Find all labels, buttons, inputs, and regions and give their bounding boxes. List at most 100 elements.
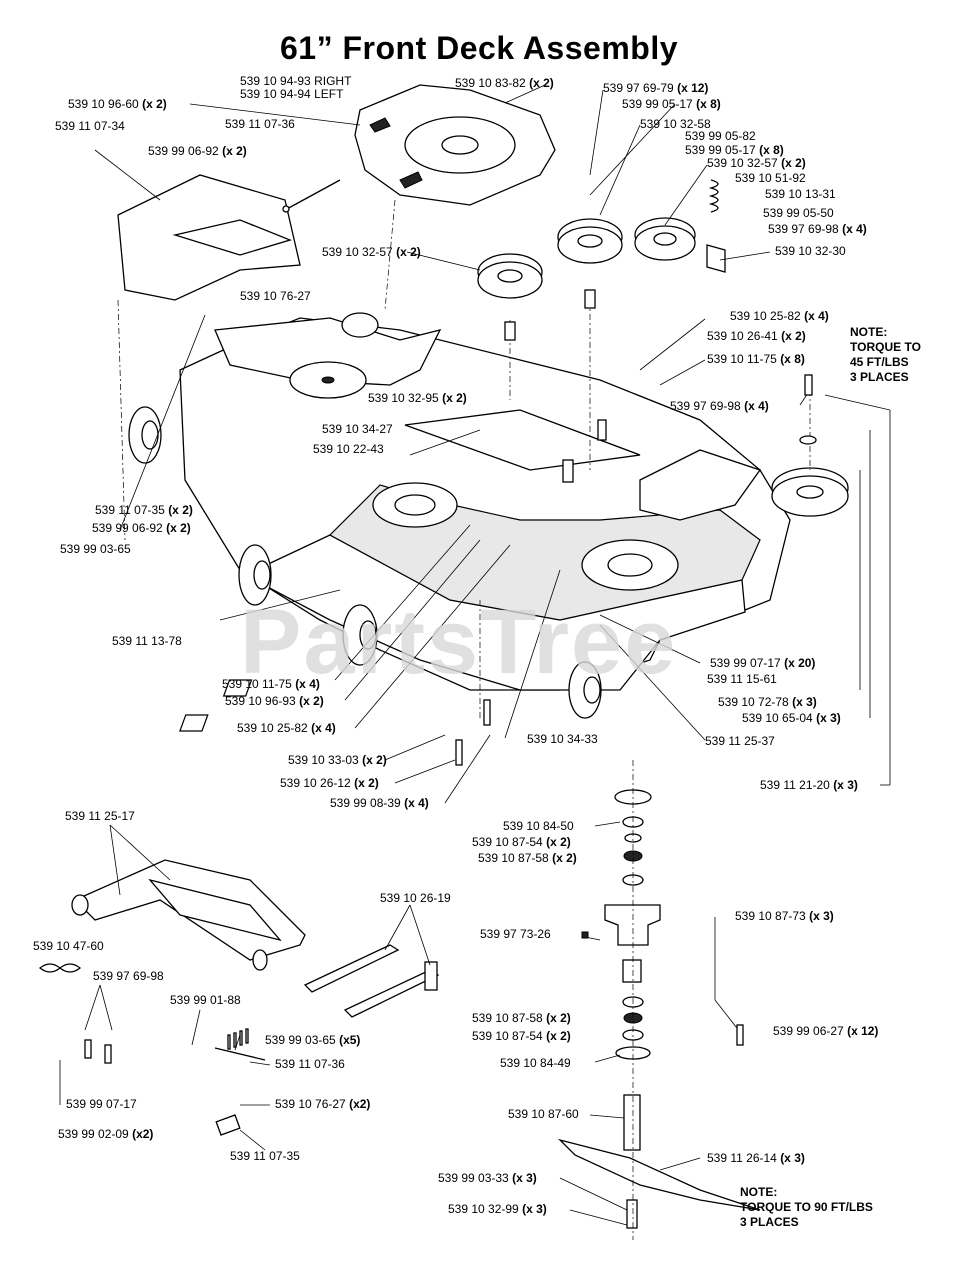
callout-label: 539 10 76-27 <box>240 290 311 303</box>
callout-label: 539 10 26-19 <box>380 892 451 905</box>
callout-label: 539 99 05-17 (x 8) <box>622 98 721 111</box>
watermark: PartsTree <box>240 591 678 693</box>
callout-label: 539 99 03-65 <box>60 543 131 556</box>
hardware <box>84 289 817 1064</box>
part-number: 539 11 13-78 <box>112 634 182 648</box>
part-quantity: (x 2) <box>396 245 421 259</box>
part-number: 539 10 13-31 <box>765 187 836 201</box>
part-number: 539 10 25-82 <box>730 309 801 323</box>
part-number: 539 99 07-17 <box>66 1097 137 1111</box>
callout-label: 539 97 73-26 <box>480 928 551 941</box>
page-title: 61” Front Deck Assembly <box>279 30 678 66</box>
part-quantity: (x2) <box>132 1127 154 1141</box>
callout-label: 539 99 07-17 (x 20) <box>710 657 815 670</box>
part-quantity: (x 2) <box>781 329 806 343</box>
idler-pulleys <box>477 179 849 517</box>
part-quantity: (x 2) <box>552 851 577 865</box>
part-quantity: (x 2) <box>168 503 193 517</box>
part-quantity: (x 2) <box>362 753 387 767</box>
callout-label: 539 11 25-37 <box>705 735 775 748</box>
part-quantity: (x 2) <box>354 776 379 790</box>
part-number: 539 97 69-98 <box>768 222 839 236</box>
callout-label: 539 97 69-98 (x 4) <box>768 223 867 236</box>
anti-scalp-wheels <box>128 312 602 719</box>
callout-label: 539 10 65-04 (x 3) <box>742 712 841 725</box>
part-quantity: (x 4) <box>804 309 829 323</box>
callout-label: 539 10 96-60 (x 2) <box>68 98 167 111</box>
callout-label: 539 99 08-39 (x 4) <box>330 797 429 810</box>
part-quantity: (x 12) <box>677 81 709 95</box>
part-number: 539 10 87-54 <box>472 835 543 849</box>
part-number: 539 10 26-41 <box>707 329 778 343</box>
part-quantity: (x 20) <box>784 656 816 670</box>
part-number: 539 10 32-95 <box>368 391 439 405</box>
part-number: 539 11 26-14 <box>707 1151 777 1165</box>
callout-label: 539 97 69-98 (x 4) <box>670 400 769 413</box>
part-number: 539 99 06-92 <box>92 521 163 535</box>
part-number: 539 99 06-92 <box>148 144 219 158</box>
part-quantity: (x 8) <box>696 97 721 111</box>
part-number: 539 10 25-82 <box>237 721 308 735</box>
part-number: 539 10 96-60 <box>68 97 139 111</box>
callout-label: 539 10 76-27 (x2) <box>275 1098 370 1111</box>
callout-label: 539 10 34-27 <box>322 423 393 436</box>
part-quantity: (x 4) <box>295 677 320 691</box>
assembly-lines <box>117 199 811 1240</box>
part-number: 539 10 22-43 <box>313 442 384 456</box>
part-quantity: (x 2) <box>781 156 806 170</box>
part-quantity: (x 2) <box>546 835 571 849</box>
callout-label: 539 99 05-17 (x 8) <box>685 144 784 157</box>
callout-label: 539 11 07-34 <box>55 120 125 133</box>
callout-label: 539 10 87-54 (x 2) <box>472 1030 571 1043</box>
part-number: 539 10 84-50 <box>503 819 574 833</box>
mounting-bracket-assembly <box>38 859 306 973</box>
part-number: 539 10 76-27 <box>240 289 311 303</box>
callout-label: 539 10 11-75 (x 8) <box>707 353 805 366</box>
part-number: 539 10 32-58 <box>640 117 711 131</box>
part-quantity: (x 2) <box>142 97 167 111</box>
callout-label: 539 10 83-82 (x 2) <box>455 77 554 90</box>
part-number: 539 11 07-35 <box>95 503 165 517</box>
part-number: 539 10 87-54 <box>472 1029 543 1043</box>
callout-label: 539 10 34-33 <box>527 733 598 746</box>
part-number: 539 10 65-04 <box>742 711 813 725</box>
part-quantity: (x 4) <box>744 399 769 413</box>
part-number: 539 10 11-75 <box>707 352 777 366</box>
callout-label: 539 10 96-93 (x 2) <box>225 695 324 708</box>
part-quantity: (x 2) <box>546 1011 571 1025</box>
callout-label: 539 10 32-99 (x 3) <box>448 1203 547 1216</box>
callout-label: 539 11 13-78 <box>112 635 182 648</box>
part-quantity: (x 3) <box>816 711 841 725</box>
callout-label: 539 11 26-14 (x 3) <box>707 1152 805 1165</box>
part-number: 539 10 76-27 <box>275 1097 346 1111</box>
part-number: 539 10 11-75 <box>222 677 292 691</box>
part-number: 539 10 34-27 <box>322 422 393 436</box>
callout-label: 539 11 07-35 (x 2) <box>95 504 193 517</box>
part-number: 539 10 51-92 <box>735 171 806 185</box>
callout-label: 539 10 47-60 <box>33 940 104 953</box>
part-number: 539 99 03-65 <box>60 542 131 556</box>
belt-cover <box>354 84 556 206</box>
callout-label: 539 10 26-41 (x 2) <box>707 330 806 343</box>
callout-label: 539 10 94-94 LEFT <box>240 88 343 101</box>
note-torque-90: NOTE: TORQUE TO 90 FT/LBS 3 PLACES <box>740 1185 873 1229</box>
part-number: 539 10 83-82 <box>455 76 526 90</box>
part-quantity: (x 4) <box>404 796 429 810</box>
callout-label: 539 11 07-35 <box>230 1150 300 1163</box>
part-number: 539 10 32-57 <box>322 245 393 259</box>
part-number: 539 10 26-12 <box>280 776 351 790</box>
callout-label: 539 11 15-61 <box>707 673 777 686</box>
part-number: 539 11 07-35 <box>230 1149 300 1163</box>
part-quantity: (x 2) <box>299 694 324 708</box>
part-number: 539 97 69-98 <box>93 969 164 983</box>
callout-label: 539 10 25-82 (x 4) <box>730 310 829 323</box>
callout-label: 539 99 03-33 (x 3) <box>438 1172 537 1185</box>
callout-label: 539 97 69-98 <box>93 970 164 983</box>
part-number: 539 99 05-50 <box>763 206 834 220</box>
part-number: 539 10 87-58 <box>472 1011 543 1025</box>
part-number: 539 11 07-36 <box>275 1057 345 1071</box>
part-number: 539 10 26-19 <box>380 891 451 905</box>
part-number: 539 10 33-03 <box>288 753 359 767</box>
callout-label: 539 99 05-50 <box>763 207 834 220</box>
part-quantity: (x 3) <box>512 1171 537 1185</box>
